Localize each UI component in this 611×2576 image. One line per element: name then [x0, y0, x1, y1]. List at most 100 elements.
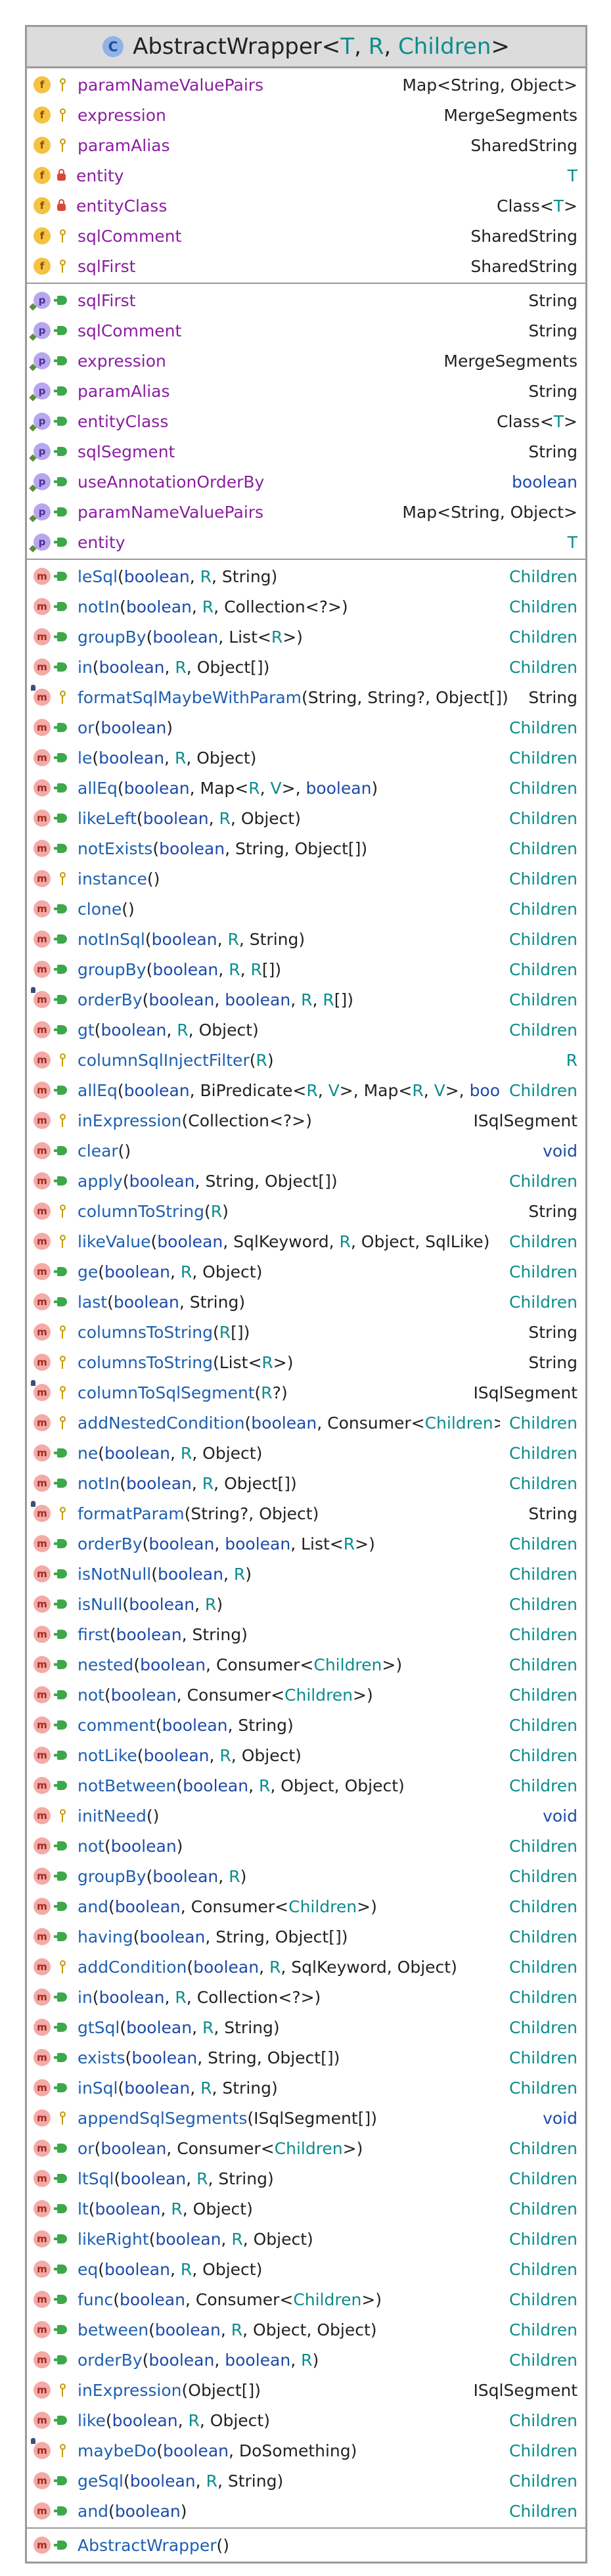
method-kind-icon: m	[34, 1656, 51, 1673]
member-signature: and(boolean)	[78, 2502, 500, 2521]
member-type: String	[528, 1322, 577, 1342]
member-type: Children	[509, 1413, 577, 1433]
field-kind-icon: f	[34, 197, 51, 214]
class-title: AbstractWrapper<T, R, Children>	[133, 34, 510, 60]
public-visibility-icon	[54, 1297, 67, 1306]
class-header: C AbstractWrapper<T, R, Children>	[27, 27, 585, 68]
member-signature: columnToSqlSegment(R?)	[78, 1383, 464, 1402]
member-type: Children	[509, 597, 577, 616]
member-type: Children	[509, 959, 577, 979]
protected-visibility-icon	[57, 139, 67, 152]
member-name: not	[78, 1836, 104, 1856]
member-signature: clear()	[78, 1141, 533, 1161]
public-visibility-icon	[54, 1025, 67, 1034]
member-signature: allEq(boolean, BiPredicate<R, V>, Map<R,…	[78, 1081, 500, 1100]
method-kind-icon: m	[34, 931, 51, 948]
member-params: (boolean, Consumer<Children>)	[133, 1655, 403, 1674]
